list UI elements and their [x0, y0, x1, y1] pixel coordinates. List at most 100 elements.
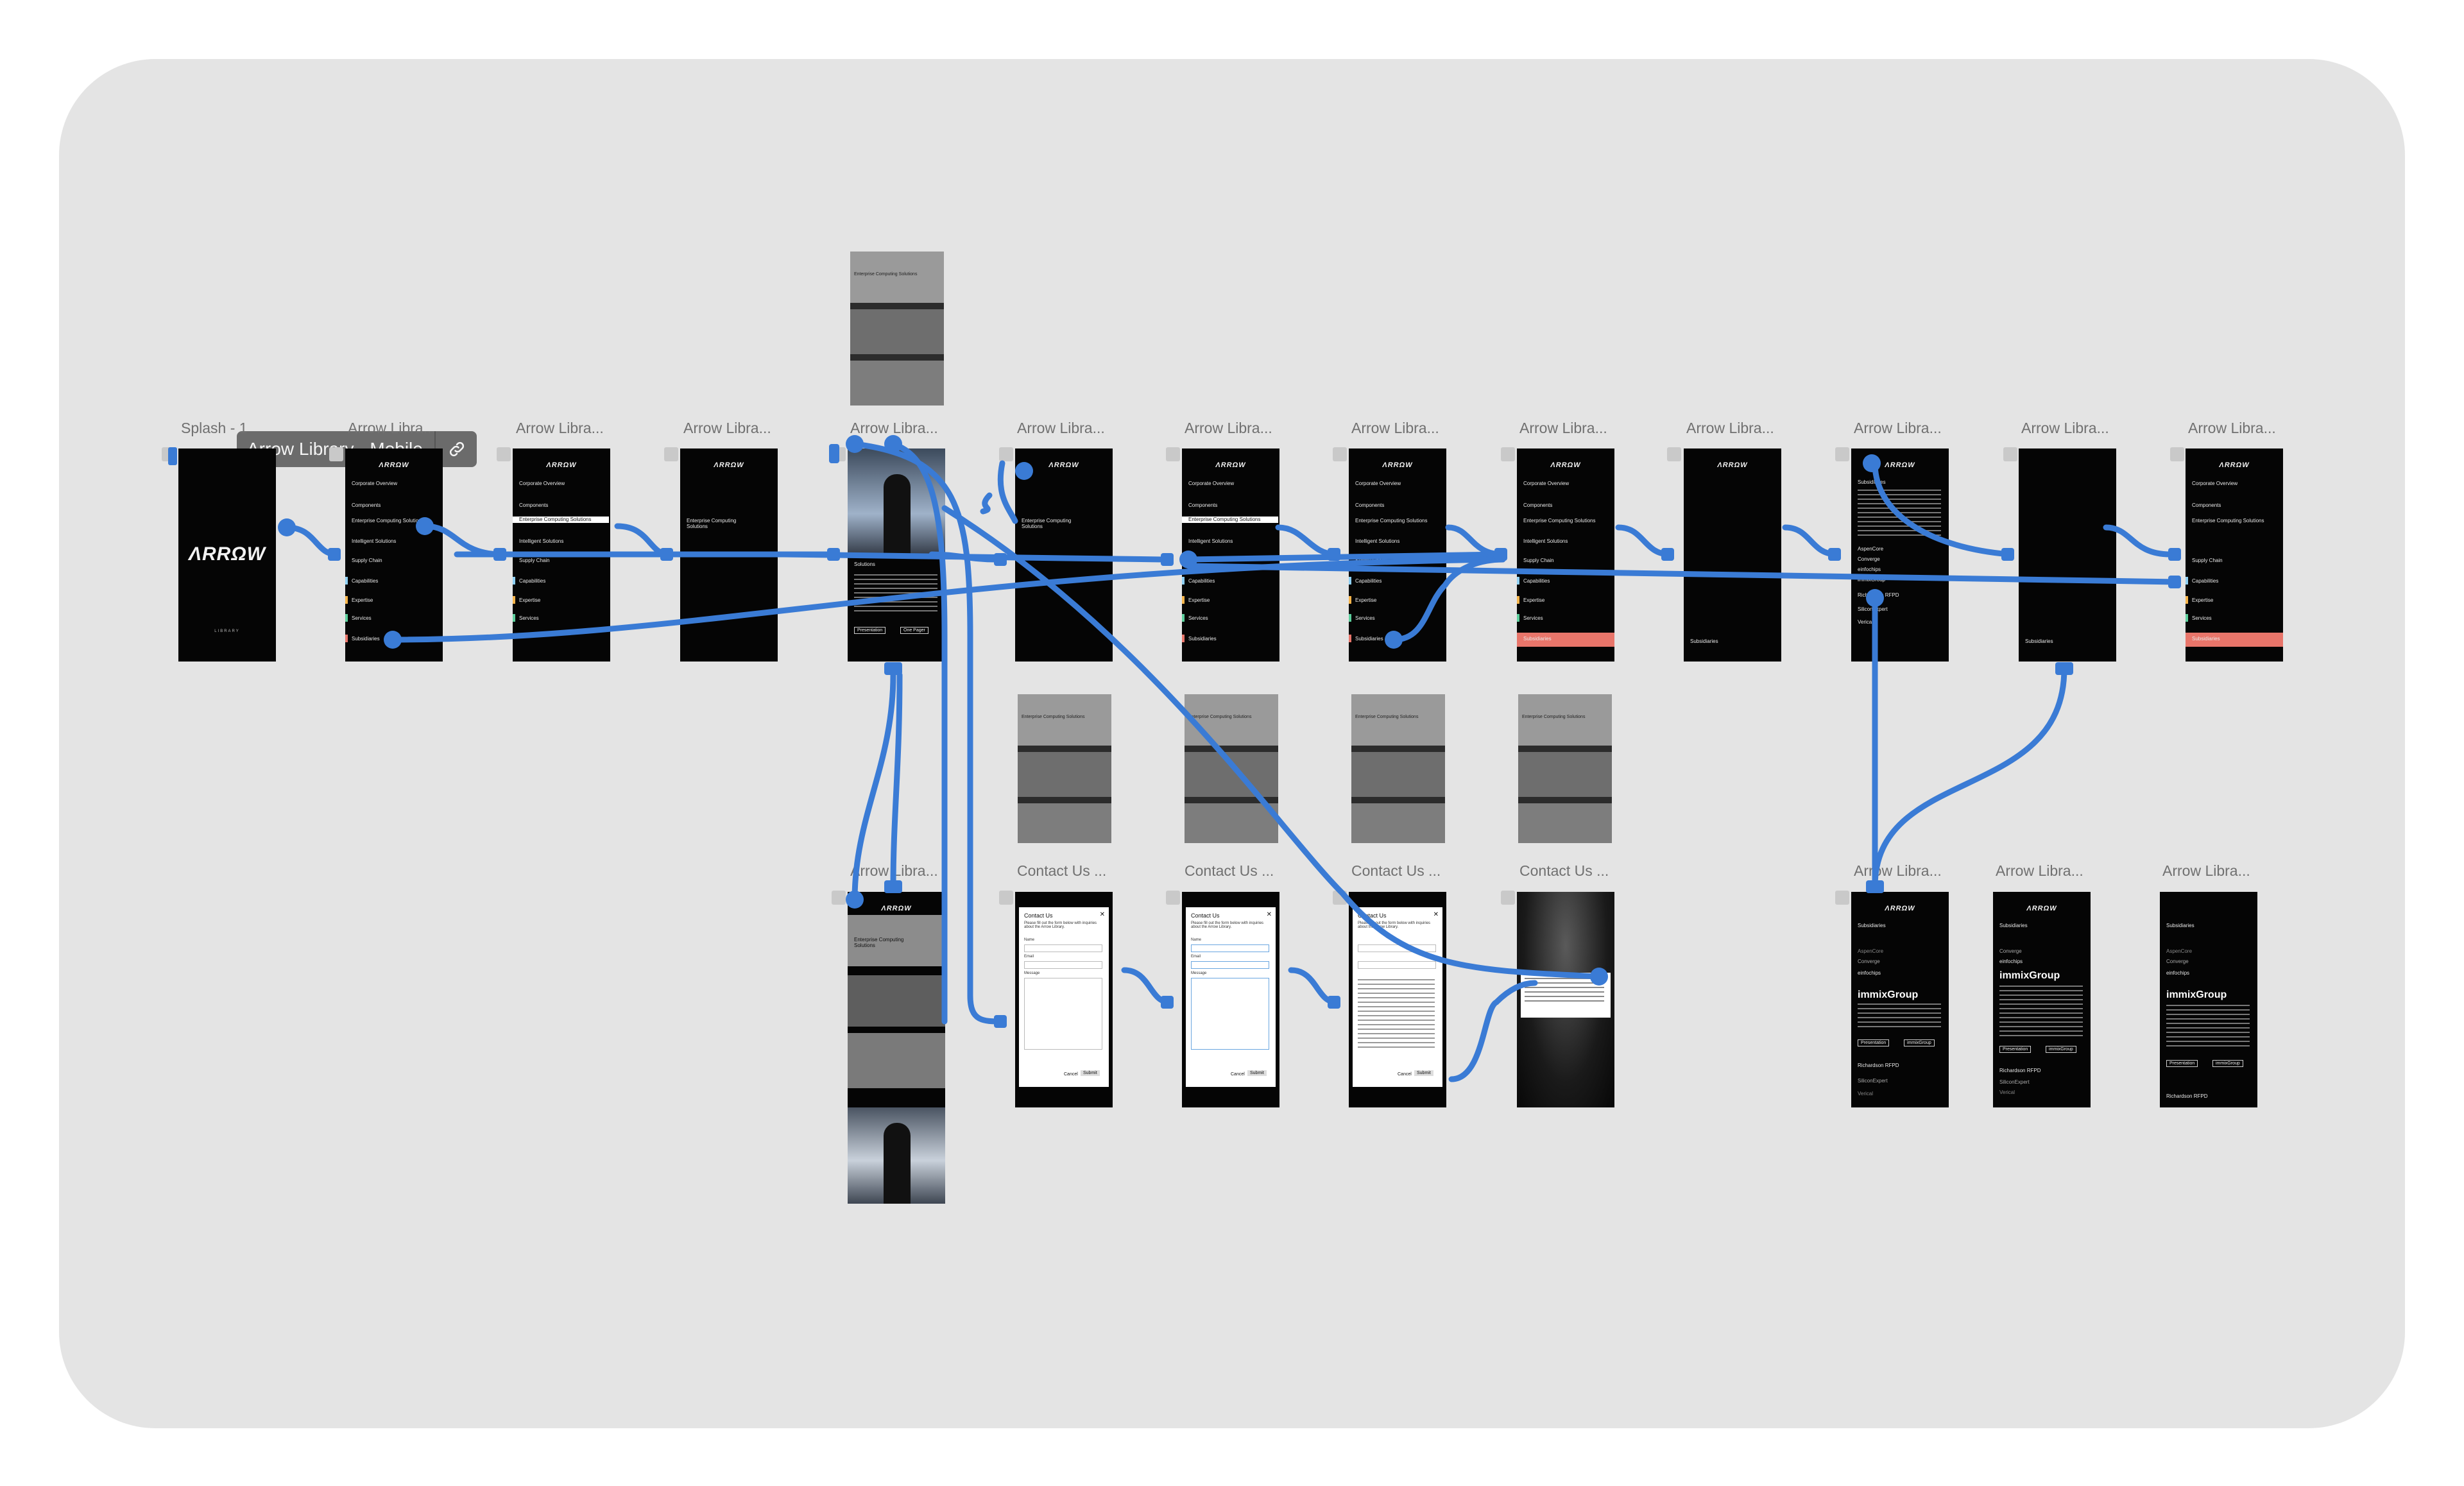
subsidiary-item[interactable]: Converge	[1999, 948, 2022, 954]
frame-contact-2[interactable]: Contact Us ✕ Please fill out the form be…	[1182, 892, 1279, 1107]
frame-corner-handle[interactable]	[832, 891, 846, 905]
frame-subsidiary-3[interactable]: Subsidiaries AspenCore Converge einfochi…	[2160, 892, 2257, 1107]
menu-item[interactable]: Intelligent Solutions	[1355, 538, 1400, 544]
menu-item[interactable]: Subsidiaries	[1355, 636, 1383, 642]
subsidiary-item[interactable]: einfochips	[1858, 567, 1881, 572]
subsidiary-item[interactable]: einfochips	[1858, 970, 1881, 976]
subsidiary-item[interactable]: AspenCore	[2166, 948, 2193, 954]
frame-label-f9[interactable]: Arrow Libra...	[1519, 420, 1607, 436]
menu-item[interactable]: Expertise	[352, 597, 373, 603]
email-field[interactable]	[1024, 961, 1102, 969]
menu-item[interactable]: Corporate Overview	[1188, 481, 1235, 486]
cancel-button[interactable]: Cancel	[1231, 1072, 1245, 1077]
menu-item[interactable]: Services	[2192, 615, 2212, 621]
menu-item[interactable]: Components	[1355, 502, 1385, 508]
menu-item[interactable]: Capabilities	[1523, 578, 1550, 584]
frame-corner-handle[interactable]	[1166, 891, 1180, 905]
frame-contact-3[interactable]: Contact Us ✕ Please fill out the form be…	[1349, 892, 1446, 1107]
presentation-button[interactable]: Presentation	[2166, 1060, 2198, 1067]
frame-corner-handle[interactable]	[1501, 447, 1515, 461]
frame-corner-handle[interactable]	[999, 447, 1013, 461]
menu-item-subsidiaries-selected[interactable]	[2186, 633, 2283, 647]
menu-item[interactable]: Capabilities	[1355, 578, 1382, 584]
email-field[interactable]	[1191, 961, 1269, 969]
subsidiary-item[interactable]: Converge	[1858, 556, 1880, 562]
frame-label-f8[interactable]: Arrow Libra...	[1351, 420, 1439, 436]
menu-item[interactable]: Subsidiaries	[2192, 636, 2220, 642]
frame-label-s1[interactable]: Arrow Libra...	[1854, 862, 1942, 879]
frame-label-f3[interactable]: Arrow Libra...	[516, 420, 604, 436]
subsidiary-item[interactable]: einfochips	[1999, 959, 2023, 964]
subsidiary-item[interactable]: Converge	[2166, 959, 2189, 964]
close-icon[interactable]: ✕	[1433, 911, 1439, 918]
frame-label-splash[interactable]: Splash - 1	[181, 420, 248, 436]
subsidiary-item[interactable]: Richardson RFPD	[1858, 1063, 1899, 1068]
subsidiary-item[interactable]: AspenCore	[1858, 948, 1884, 954]
frame-label-c3[interactable]: Contact Us ...	[1351, 862, 1441, 879]
frame-corner-handle[interactable]	[1166, 447, 1180, 461]
menu-item[interactable]: Expertise	[519, 597, 541, 603]
name-field[interactable]	[1024, 944, 1102, 952]
presentation-button[interactable]: Presentation	[1999, 1046, 2032, 1053]
menu-item[interactable]: Corporate Overview	[519, 481, 565, 486]
frame-corner-handle[interactable]	[497, 447, 511, 461]
menu-item[interactable]: Enterprise Computing Solutions	[1523, 518, 1596, 524]
menu-item[interactable]: Expertise	[1188, 597, 1210, 603]
frame-label-c4[interactable]: Contact Us ...	[1519, 862, 1609, 879]
menu-item-selected[interactable]: Enterprise Computing Solutions	[1182, 517, 1278, 523]
frame-label-f5[interactable]: Arrow Libra...	[850, 420, 938, 436]
subsidiary-item[interactable]: Richardson RFPD	[2166, 1093, 2208, 1099]
frame-label-c2[interactable]: Contact Us ...	[1185, 862, 1274, 879]
subsidiary-item[interactable]: Verical	[1999, 1089, 2015, 1095]
menu-item[interactable]: Subsidiaries	[352, 636, 380, 642]
frame-menu-13[interactable]: ΛRRΩW Corporate Overview Components Ente…	[2186, 448, 2283, 662]
menu-item[interactable]: Components	[1523, 502, 1553, 508]
menu-item[interactable]: Corporate Overview	[1355, 481, 1401, 486]
message-field[interactable]	[1024, 978, 1102, 1050]
frame-menu-9[interactable]: ΛRRΩW Corporate Overview Components Ente…	[1517, 448, 1614, 662]
frame-contact-1[interactable]: Contact Us ✕ Please fill out the form be…	[1015, 892, 1113, 1107]
menu-item[interactable]: Expertise	[1523, 597, 1545, 603]
subsidiary-item[interactable]: Converge	[1858, 959, 1880, 964]
menu-item[interactable]: Supply Chain	[1523, 558, 1554, 563]
menu-item[interactable]: Subsidiaries	[1523, 636, 1552, 642]
menu-item[interactable]: Intelligent Solutions	[1188, 538, 1233, 544]
immix-button[interactable]: immixGroup	[2212, 1060, 2243, 1067]
immix-button[interactable]: immixGroup	[1904, 1039, 1935, 1046]
frame-subsidiaries-10[interactable]: ΛRRΩW Subsidiaries	[1684, 448, 1781, 662]
menu-item[interactable]: Corporate Overview	[352, 481, 398, 486]
menu-item-selected[interactable]: Enterprise Computing Solutions	[513, 517, 609, 523]
menu-item[interactable]: Capabilities	[1188, 578, 1215, 584]
submit-button[interactable]: Submit	[1247, 1070, 1267, 1076]
frame-label-c1[interactable]: Contact Us ...	[1017, 862, 1107, 879]
frame-subsidiary-1[interactable]: ΛRRΩW Subsidiaries AspenCore Converge ei…	[1851, 892, 1949, 1107]
presentation-button[interactable]: Presentation	[854, 627, 886, 634]
menu-item[interactable]: Capabilities	[2192, 578, 2219, 584]
frame-corner-handle[interactable]	[1333, 447, 1347, 461]
menu-item[interactable]: Components	[2192, 502, 2221, 508]
subsidiary-item[interactable]: Verical	[1858, 619, 1874, 625]
name-field[interactable]	[1191, 944, 1269, 952]
menu-item[interactable]: Corporate Overview	[2192, 481, 2238, 486]
menu-item[interactable]: Intelligent Solutions	[352, 538, 397, 544]
subsidiary-item[interactable]: einfochips	[2166, 970, 2190, 976]
subsidiary-item[interactable]: Verical	[1858, 1091, 1874, 1097]
menu-item[interactable]: Components	[352, 502, 381, 508]
subsidiary-item[interactable]: SiliconExpert	[1999, 1079, 2030, 1085]
frame-corner-handle[interactable]	[1501, 891, 1515, 905]
frame-corner-handle[interactable]	[1667, 447, 1681, 461]
submit-button[interactable]: Submit	[1081, 1070, 1100, 1076]
message-field[interactable]	[1191, 978, 1269, 1050]
immix-button[interactable]: immixGroup	[2046, 1046, 2076, 1053]
email-field[interactable]	[1358, 961, 1436, 969]
close-icon[interactable]: ✕	[1099, 911, 1105, 918]
menu-item[interactable]: Subsidiaries	[1188, 636, 1217, 642]
frame-corner-handle[interactable]	[329, 447, 343, 461]
frame-menu-7[interactable]: ΛRRΩW Corporate Overview Components Ente…	[1182, 448, 1279, 662]
cancel-button[interactable]: Cancel	[1064, 1072, 1078, 1077]
menu-item[interactable]: Services	[1523, 615, 1543, 621]
cancel-button[interactable]: Cancel	[1398, 1072, 1412, 1077]
menu-item[interactable]: Capabilities	[519, 578, 546, 584]
frame-label-f4[interactable]: Arrow Libra...	[683, 420, 771, 436]
frame-label-s2[interactable]: Arrow Libra...	[1996, 862, 2083, 879]
